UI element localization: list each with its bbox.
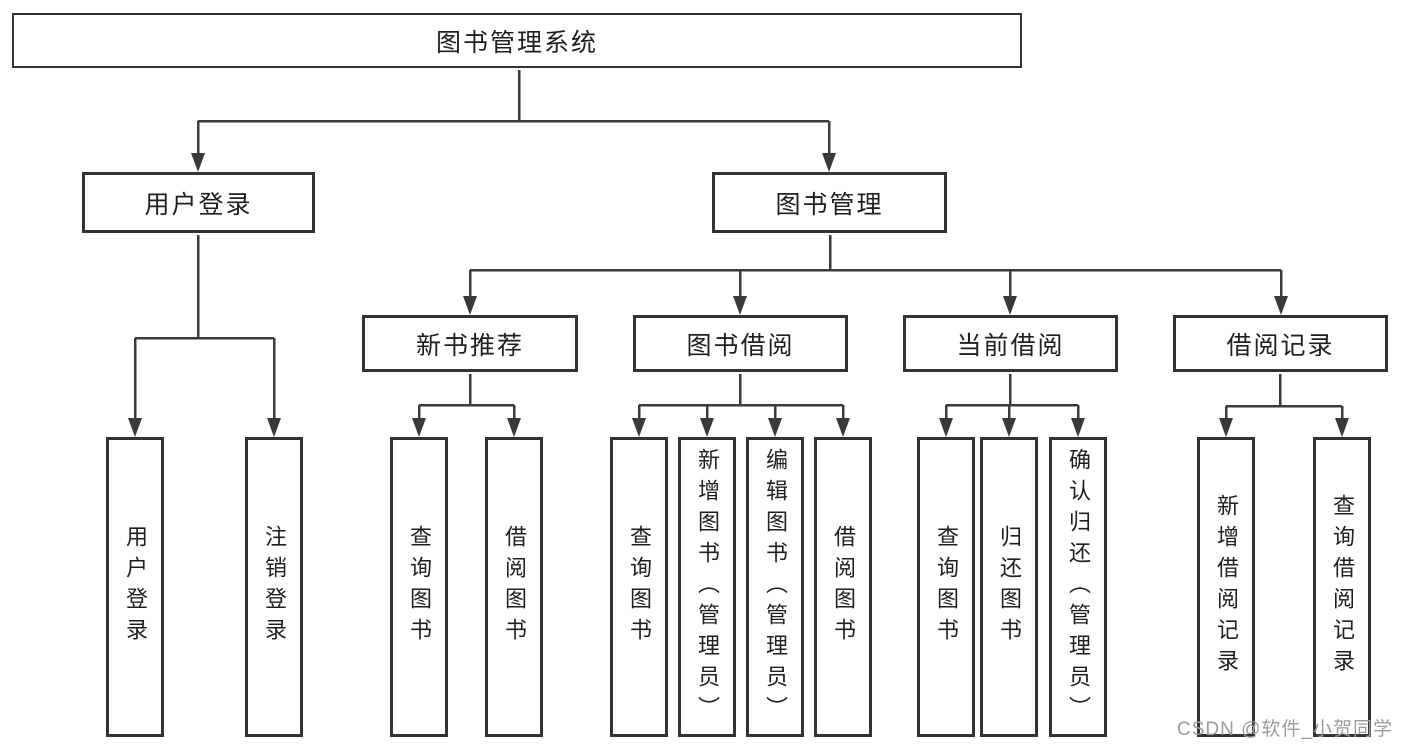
- leaf-label: 查询图书: [627, 525, 652, 649]
- connector-newbook-to-leaves: [417, 374, 516, 421]
- arrow-down-icon: [507, 418, 521, 437]
- arrow-down-icon: [463, 296, 477, 315]
- arrow-down-icon: [733, 296, 747, 315]
- node-label: 图书管理系统: [435, 28, 598, 57]
- leaf-label: 新增借阅记录: [1214, 494, 1239, 680]
- leaf-query-borrow-record: 查询借阅记录: [1313, 437, 1371, 737]
- node-label: 新书推荐: [415, 331, 524, 360]
- arrow-down-icon: [128, 418, 142, 437]
- node-new-book-recommend: 新书推荐: [362, 315, 578, 372]
- node-current-borrow: 当前借阅: [903, 315, 1118, 372]
- leaf-label: 查询图书: [934, 525, 959, 649]
- leaf-label: 注销登录: [262, 525, 287, 649]
- leaf-label: 确认归还（管理员）: [1066, 447, 1091, 727]
- connector-mgmt-to-level2: [468, 235, 1283, 299]
- leaf-label: 查询借阅记录: [1330, 494, 1355, 680]
- leaf-query-books-borrow: 查询图书: [610, 437, 668, 737]
- arrow-down-icon: [1071, 418, 1085, 437]
- arrow-down-icon: [836, 418, 850, 437]
- arrow-down-icon: [1274, 296, 1288, 315]
- leaf-user-login: 用户登录: [106, 437, 164, 737]
- arrow-down-icon: [412, 418, 426, 437]
- connector-login-to-leaves: [133, 235, 276, 421]
- arrow-down-icon: [1219, 418, 1233, 437]
- node-label: 图书借阅: [686, 331, 795, 360]
- leaf-borrow-books: 借阅图书: [814, 437, 872, 737]
- connector-records-to-leaves: [1224, 374, 1344, 421]
- arrow-down-icon: [191, 153, 205, 172]
- leaf-logout: 注销登录: [245, 437, 303, 737]
- arrow-down-icon: [768, 418, 782, 437]
- leaf-label: 借阅图书: [831, 525, 856, 649]
- connector-current-to-leaves: [944, 374, 1080, 421]
- arrow-down-icon: [1335, 418, 1349, 437]
- leaf-label: 归还图书: [997, 525, 1022, 649]
- arrow-down-icon: [267, 418, 281, 437]
- node-user-login: 用户登录: [82, 172, 315, 233]
- leaf-label: 用户登录: [123, 525, 148, 649]
- arrow-down-icon: [632, 418, 646, 437]
- leaf-add-borrow-record: 新增借阅记录: [1197, 437, 1255, 737]
- node-label: 借阅记录: [1226, 331, 1335, 360]
- node-label: 图书管理: [775, 190, 884, 219]
- leaf-borrow-books-recommend: 借阅图书: [485, 437, 543, 737]
- leaf-query-books-recommend: 查询图书: [390, 437, 448, 737]
- leaf-label: 新增图书（管理员）: [695, 447, 720, 727]
- leaf-return-books: 归还图书: [980, 437, 1038, 737]
- leaf-query-books-current: 查询图书: [917, 437, 975, 737]
- node-label: 用户登录: [144, 190, 253, 219]
- node-borrow-records: 借阅记录: [1173, 315, 1388, 372]
- leaf-label: 借阅图书: [502, 525, 527, 649]
- connector-borrow-to-leaves: [637, 374, 845, 421]
- leaf-label: 编辑图书（管理员）: [763, 447, 788, 727]
- csdn-watermark: CSDN @软件_小贺同学: [1177, 719, 1393, 740]
- arrow-down-icon: [1002, 418, 1016, 437]
- node-book-borrow: 图书借阅: [633, 315, 848, 372]
- leaf-label: 查询图书: [407, 525, 432, 649]
- node-library-management-system: 图书管理系统: [12, 13, 1022, 68]
- leaf-add-books-admin: 新增图书（管理员）: [678, 437, 736, 737]
- node-label: 当前借阅: [956, 331, 1065, 360]
- leaf-edit-books-admin: 编辑图书（管理员）: [746, 437, 804, 737]
- leaf-confirm-return-admin: 确认归还（管理员）: [1049, 437, 1107, 737]
- node-book-management: 图书管理: [712, 172, 947, 233]
- arrow-down-icon: [939, 418, 953, 437]
- arrow-down-icon: [1003, 296, 1017, 315]
- arrowheads: [128, 153, 1349, 437]
- connector-root-to-level1: [196, 70, 831, 156]
- arrow-down-icon: [700, 418, 714, 437]
- arrow-down-icon: [822, 153, 836, 172]
